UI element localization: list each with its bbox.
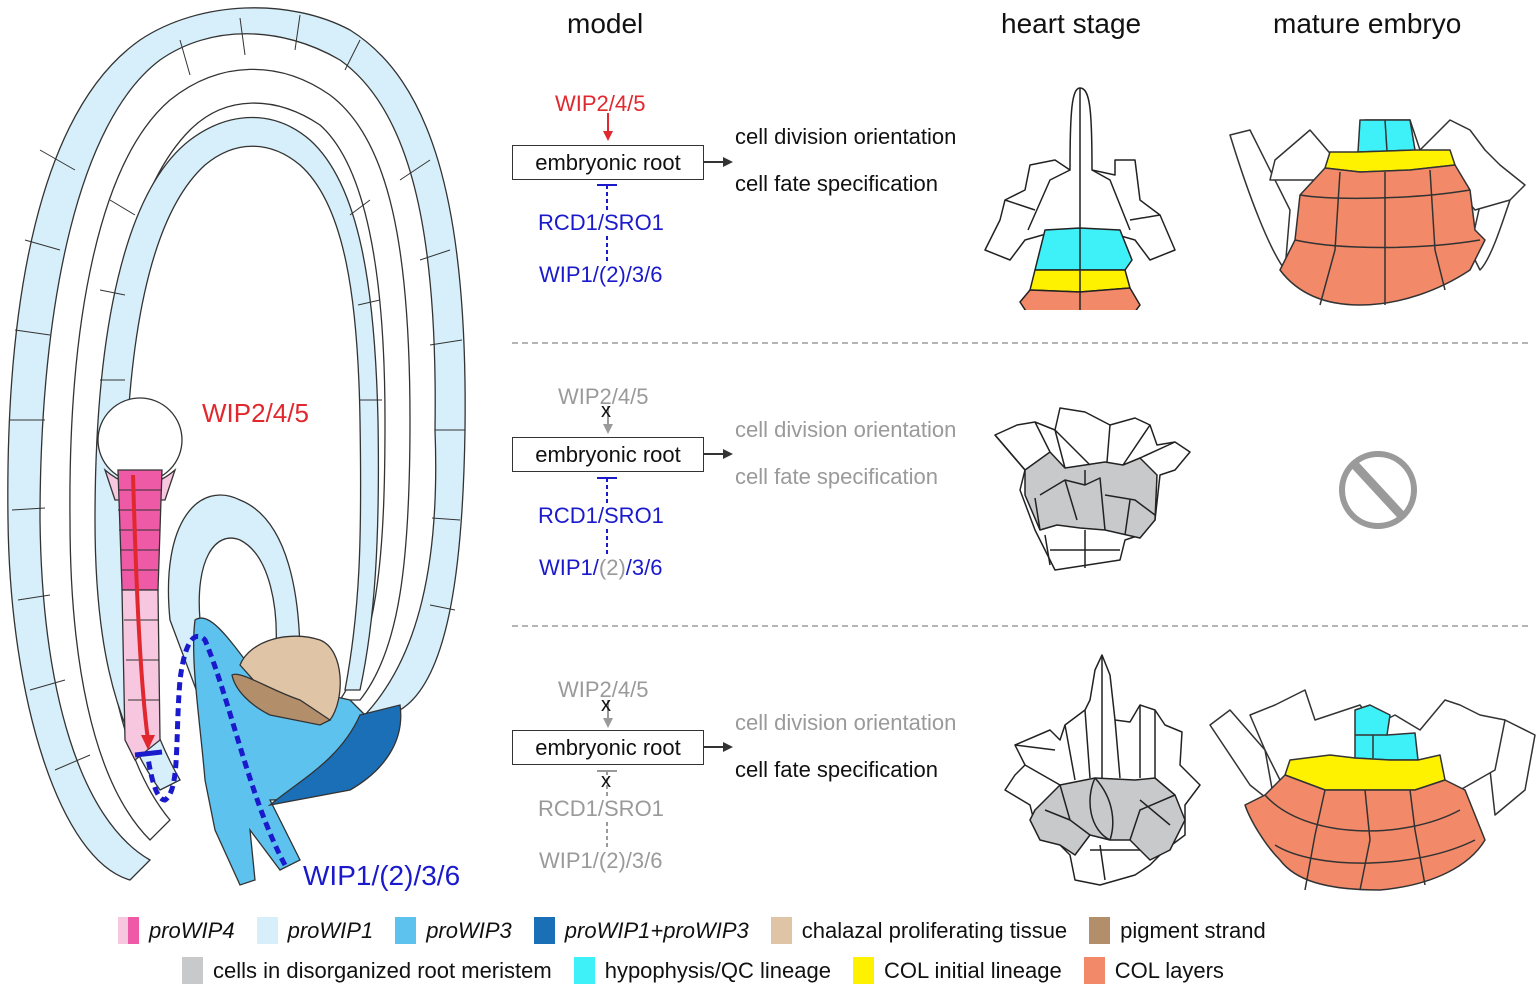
- row3-blocked-arrow: [603, 700, 613, 728]
- legend-swatch: [1083, 957, 1105, 984]
- row-divider-1: [512, 342, 1528, 344]
- row2-heart-disorganized-cells: [1024, 451, 1158, 539]
- row3-outcome-fate: cell fate specification: [735, 757, 938, 782]
- pigment-strand: [231, 673, 332, 726]
- row1-repression-bar: [597, 184, 617, 210]
- row1-source: WIP1/(2)/3/6: [539, 262, 663, 287]
- row3-embryonic-root-box: embryonic root: [512, 730, 704, 765]
- row1-mature-embryo: [1229, 119, 1526, 306]
- legend-label: COL initial lineage: [883, 957, 1062, 983]
- legend-item-disorganized: cells in disorganized root meristem: [182, 957, 552, 984]
- legend-swatch: [770, 917, 792, 944]
- legend-label: proWIP1: [287, 917, 374, 943]
- legend-row-1: proWIP4 proWIP1 proWIP3 proWIP1+proWIP3 …: [118, 917, 1288, 944]
- legend-label: pigment strand: [1120, 917, 1266, 943]
- legend-swatch-prowip4-light: [118, 917, 128, 944]
- legend-label: proWIP3: [426, 917, 512, 943]
- row1-embryonic-root-box: embryonic root: [512, 145, 704, 180]
- header-model: model: [567, 8, 644, 39]
- row2-upstream: WIP2/4/5: [558, 384, 649, 409]
- legend-item-prowip1-prowip3: proWIP1+proWIP3: [533, 917, 749, 944]
- row3-repressor: RCD1/SRO1: [538, 796, 664, 821]
- row3-upstream: WIP2/4/5: [558, 677, 649, 702]
- row1-outcome-fate: cell fate specification: [735, 171, 938, 196]
- activator-arrow: [131, 474, 150, 741]
- row1-mature-col-layer-cells: [1279, 164, 1486, 306]
- legend-item-chalazal: chalazal proliferating tissue: [770, 917, 1068, 944]
- row3-mature-embryo: [1209, 689, 1536, 891]
- row1-heart-qc-cells: [1034, 227, 1133, 271]
- row3-mature-col-layer-cells: [1244, 774, 1486, 891]
- legend-label: proWIP1+proWIP3: [564, 917, 749, 943]
- row-divider-2: [512, 625, 1528, 627]
- row1-outcome-division: cell division orientation: [735, 124, 957, 149]
- legend-label: hypophysis/QC lineage: [604, 957, 831, 983]
- row2-output-arrow: [703, 449, 733, 459]
- legend-label: cells in disorganized root meristem: [213, 957, 552, 983]
- prowip1-prowip3-region: [267, 704, 402, 807]
- row2-source: WIP1/(2)/3/6: [539, 555, 663, 580]
- legend-swatch: [573, 957, 595, 984]
- chalazal-tissue: [239, 635, 341, 721]
- legend-swatch: [182, 957, 203, 984]
- legend-swatch: [395, 917, 417, 944]
- endothelium: [94, 116, 380, 791]
- legend-label: chalazal proliferating tissue: [801, 917, 1068, 943]
- repressor-dashed-line: [145, 633, 288, 867]
- header-heart-stage: heart stage: [1001, 8, 1142, 39]
- row2-dashed-connector: [606, 529, 608, 555]
- legend-row-2: cells in disorganized root meristem hypo…: [182, 957, 1246, 984]
- legend-item-col-layers: COL layers: [1083, 957, 1224, 984]
- legend-item-prowip3: proWIP3: [395, 917, 512, 944]
- legend-swatch: [1089, 917, 1111, 944]
- row3-output-arrow: [703, 742, 733, 752]
- row3-repression-bar: [597, 770, 617, 796]
- legend-swatch: [256, 917, 278, 944]
- legend-swatch: [852, 957, 874, 984]
- row1-output-arrow: [703, 157, 733, 167]
- legend-item-col-initial: COL initial lineage: [852, 957, 1062, 984]
- header-mature-embryo: mature embryo: [1273, 8, 1462, 39]
- row2-outcome-fate: cell fate specification: [735, 464, 938, 489]
- legend-swatch-prowip4-dark: [128, 917, 139, 944]
- row3-dashed-connector: [606, 822, 608, 848]
- row2-repression-bar: [597, 477, 617, 503]
- row2-blocked-arrow: [603, 406, 613, 434]
- row1-repressor: RCD1/SRO1: [538, 210, 664, 235]
- legend-item-hypophysis-qc: hypophysis/QC lineage: [573, 957, 831, 984]
- repressor-bar: [134, 749, 163, 758]
- row2-embryonic-root-box: embryonic root: [512, 437, 704, 472]
- row2-repressor: RCD1/SRO1: [538, 503, 664, 528]
- row3-heart-disorganized-cells: [1029, 777, 1186, 861]
- legend-label: proWIP4: [149, 917, 235, 943]
- row1-activation-arrow: [603, 113, 613, 141]
- row2-heart-stage-embryo: [994, 407, 1191, 571]
- seed-diagram: [7, 7, 466, 886]
- row1-heart-stage-embryo: [984, 87, 1176, 310]
- seed-label-wip1236: WIP1/(2)/3/6: [303, 860, 461, 891]
- legend-item-prowip4: proWIP4: [118, 917, 235, 944]
- legend-item-pigment-strand: pigment strand: [1089, 917, 1266, 944]
- legend-swatch: [533, 917, 555, 944]
- row2-outcome-division: cell division orientation: [735, 417, 957, 442]
- legend-item-prowip1: proWIP1: [256, 917, 374, 944]
- no-embryo-prohibited-icon: [1339, 451, 1417, 529]
- row1-dashed-connector: [606, 236, 608, 262]
- row1-upstream: WIP2/4/5: [555, 91, 646, 116]
- row3-outcome-division: cell division orientation: [735, 710, 957, 735]
- row3-heart-stage-embryo: [1004, 654, 1201, 886]
- row3-block-mark: x: [601, 694, 611, 716]
- legend-label: COL layers: [1114, 957, 1224, 983]
- row3-repressor-block-mark: x: [601, 770, 611, 792]
- row3-source: WIP1/(2)/3/6: [539, 848, 663, 873]
- row2-block-mark: x: [601, 400, 611, 422]
- seed-label-wip245: WIP2/4/5: [202, 398, 309, 428]
